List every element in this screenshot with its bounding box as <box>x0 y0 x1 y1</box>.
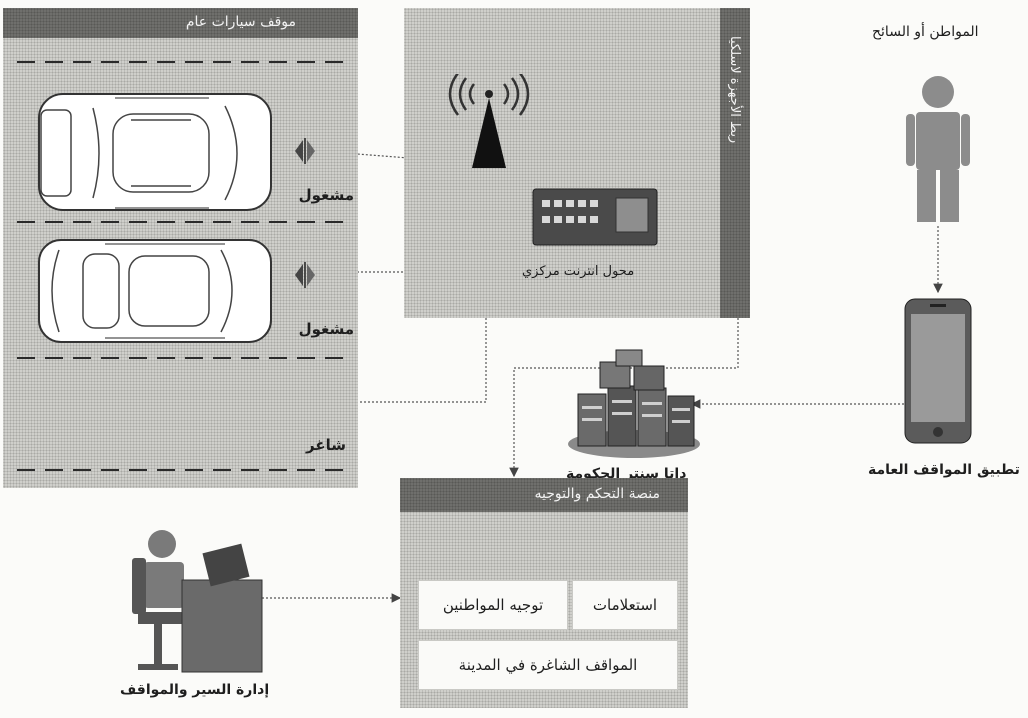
parking-sensor-icon <box>295 138 315 164</box>
operator-desk-icon <box>132 530 263 673</box>
spot-status-1: مشغول <box>298 186 354 204</box>
spot-status-3: شاغر <box>306 436 346 454</box>
network-switch-icon <box>532 188 658 246</box>
car-icon <box>38 239 272 343</box>
switch-label: محول انترنت مركزي <box>522 264 635 279</box>
citizen-guidance-cell[interactable]: توجيه المواطنين <box>418 580 568 630</box>
network-vertical-label: ربط الأجهزة لاسلكيا <box>727 36 742 144</box>
parking-sensor-icon <box>295 262 315 288</box>
citizen-label: المواطن أو السائح <box>872 24 979 40</box>
vacant-spots-cell[interactable]: المواقف الشاغرة في المدينة <box>418 640 678 690</box>
parking-lot-panel: موقف سيارات عام مشغول مشغول شاغر <box>3 8 358 488</box>
car-icon <box>38 93 272 211</box>
control-platform-title: منصة التحكم والتوجيه <box>534 486 661 502</box>
server-cluster-icon <box>568 349 700 458</box>
person-icon <box>906 76 970 222</box>
inquiries-cell[interactable]: استعلامات <box>572 580 678 630</box>
control-platform-panel: منصة التحكم والتوجيه استعلامات توجيه الم… <box>400 478 688 708</box>
network-panel: ربط الأجهزة لاسلكيا محول انترنت مركزي <box>404 8 750 318</box>
network-vertical-bar: ربط الأجهزة لاسلكيا <box>720 8 750 318</box>
switch-to-sensor2-line <box>308 205 489 277</box>
spot-status-2: مشغول <box>298 320 354 338</box>
smartphone-icon <box>904 298 972 444</box>
parking-lot-title: موقف سيارات عام <box>185 14 296 30</box>
wireless-antenna-icon <box>448 74 530 168</box>
traffic-management-label: إدارة السير والمواقف <box>120 682 270 698</box>
control-platform-title-bar: منصة التحكم والتوجيه <box>400 478 688 512</box>
parking-lot-title-bar: موقف سيارات عام <box>3 8 358 38</box>
public-parking-app-label: تطبيق المواقف العامة <box>868 462 1020 478</box>
